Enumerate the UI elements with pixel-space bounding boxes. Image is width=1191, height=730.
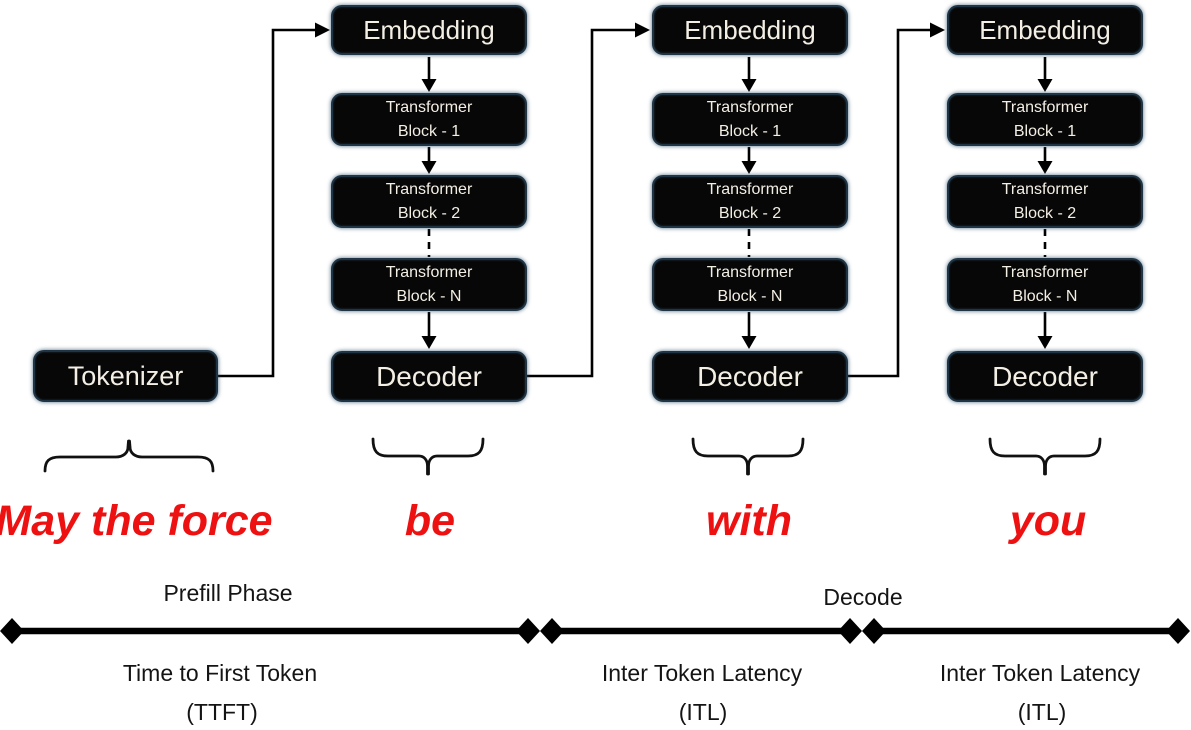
- arrowhead-icon: [930, 22, 945, 38]
- transformer-label: Transformer: [706, 263, 794, 281]
- tokenizer-to-embedding-1-connector: [218, 22, 330, 378]
- transformer-block-2-node-3: Transformer Block - 2: [947, 175, 1143, 228]
- transformer-label: Transformer: [706, 180, 794, 198]
- prefill-phase-label: Prefill Phase: [163, 580, 293, 606]
- decoder-node-2: Decoder: [652, 351, 848, 402]
- transformer-label: Transformer: [385, 180, 473, 198]
- decoder-2-to-embedding-3-connector: [846, 22, 945, 378]
- transformer-label: Transformer: [1001, 263, 1089, 281]
- pipeline-3-arrows: [1037, 57, 1053, 349]
- decoder-3-underbrace: [988, 437, 1102, 476]
- transformer-block-1-node-2: Transformer Block - 1: [652, 93, 848, 146]
- block-n-label: Block - N: [717, 287, 783, 305]
- transformer-block-n-node-2: Transformer Block - N: [652, 258, 848, 311]
- tokenizer-node: Tokenizer: [33, 350, 218, 402]
- transformer-block-1-node-1: Transformer Block - 1: [331, 93, 527, 146]
- transformer-label: Transformer: [385, 98, 473, 116]
- diamond-endpoint-icon: [838, 618, 862, 644]
- transformer-label: Transformer: [385, 263, 473, 281]
- diamond-endpoint-icon: [540, 618, 564, 644]
- arrowhead-icon: [635, 22, 650, 38]
- tokenizer-overbrace: [43, 439, 215, 473]
- itl-1-label-line2: (ITL): [678, 699, 728, 725]
- transformer-block-n-node-3: Transformer Block - N: [947, 258, 1143, 311]
- decode-phase-label: Decode: [823, 584, 903, 610]
- generated-token-1-text: be: [404, 497, 456, 545]
- transformer-block-1-node-3: Transformer Block - 1: [947, 93, 1143, 146]
- diamond-endpoint-icon: [1166, 618, 1190, 644]
- block-2-label: Block - 2: [397, 204, 461, 222]
- block-2-label: Block - 2: [718, 204, 782, 222]
- embedding-node-3: Embedding: [947, 5, 1143, 55]
- ttft-label-line1: Time to First Token: [122, 660, 318, 686]
- block-1-label: Block - 1: [1013, 122, 1077, 140]
- transformer-block-n-node-1: Transformer Block - N: [331, 258, 527, 311]
- decoder-node-3: Decoder: [947, 351, 1143, 402]
- ttft-label-line2: (TTFT): [186, 699, 258, 725]
- timeline: [0, 618, 1190, 644]
- decoder-1-underbrace: [371, 437, 485, 476]
- transformer-label: Transformer: [1001, 98, 1089, 116]
- embedding-node-1: Embedding: [331, 5, 527, 55]
- itl-2-label-line2: (ITL): [1017, 699, 1067, 725]
- block-n-label: Block - N: [396, 287, 462, 305]
- prompt-token-text: May the force: [0, 497, 273, 545]
- generated-token-2-text: with: [706, 497, 792, 545]
- decoder-2-underbrace: [691, 437, 805, 476]
- block-1-label: Block - 1: [397, 122, 461, 140]
- transformer-label: Transformer: [1001, 180, 1089, 198]
- itl-1-label-line1: Inter Token Latency: [601, 660, 803, 686]
- arrowhead-icon: [315, 22, 330, 38]
- diamond-endpoint-icon: [516, 618, 540, 644]
- block-2-label: Block - 2: [1013, 204, 1077, 222]
- diamond-endpoint-icon: [862, 618, 886, 644]
- decoder-1-to-embedding-2-connector: [527, 22, 650, 378]
- transformer-block-2-node-2: Transformer Block - 2: [652, 175, 848, 228]
- block-n-label: Block - N: [1012, 287, 1078, 305]
- block-1-label: Block - 1: [718, 122, 782, 140]
- decoder-node-1: Decoder: [331, 351, 527, 402]
- diamond-endpoint-icon: [0, 618, 24, 644]
- generated-token-3-text: you: [1009, 497, 1087, 545]
- pipeline-1-arrows: [421, 57, 437, 349]
- itl-2-label-line1: Inter Token Latency: [939, 660, 1141, 686]
- transformer-label: Transformer: [706, 98, 794, 116]
- transformer-block-2-node-1: Transformer Block - 2: [331, 175, 527, 228]
- embedding-node-2: Embedding: [652, 5, 848, 55]
- pipeline-2-arrows: [741, 57, 757, 349]
